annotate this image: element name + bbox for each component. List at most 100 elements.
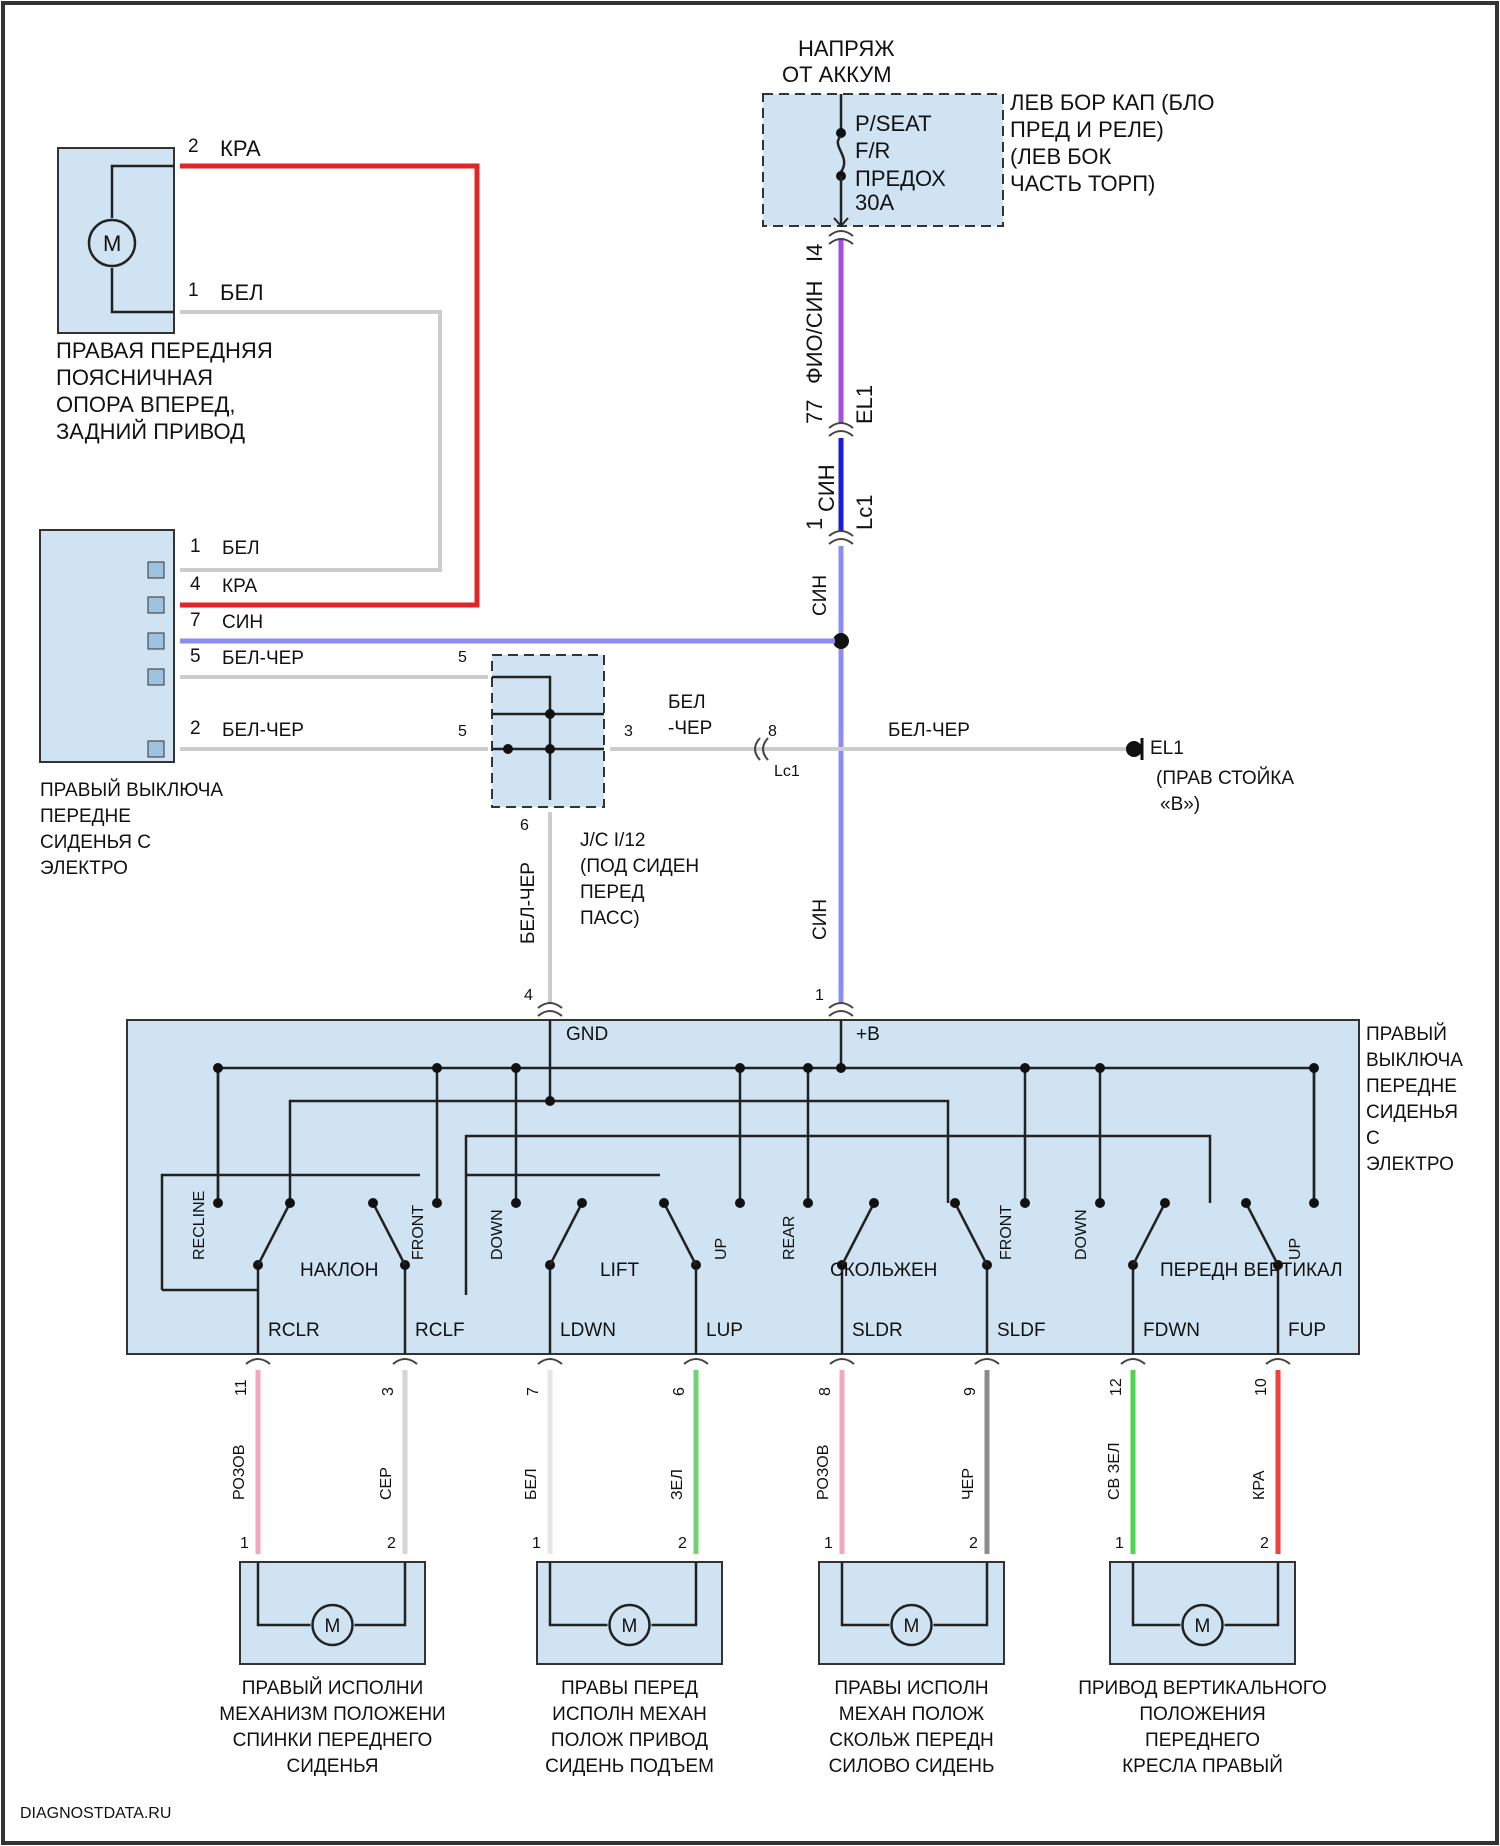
- terminal-icon: [148, 562, 164, 578]
- down-wire-label-1: СИН: [810, 575, 831, 616]
- ground-label: EL1: [1150, 738, 1184, 759]
- terminal-icon: [148, 597, 164, 613]
- output-terminal-label: RCLF: [415, 1320, 465, 1341]
- switch-group-label: ПЕРЕДН ВЕРТИКАЛ: [1160, 1260, 1343, 1281]
- output-wire-pin: 12: [1108, 1378, 1125, 1396]
- output-wire-label: СЕР: [378, 1467, 395, 1500]
- output-terminal-label: FDWN: [1143, 1320, 1200, 1341]
- motor-name: МЕХАНИЗМ ПОЛОЖЕНИ: [219, 1704, 445, 1725]
- power-source-title-2: ОТ АККУМ: [782, 62, 892, 87]
- ground-location-1: (ПРАВ СТОЙКА: [1156, 767, 1294, 789]
- output-wire-label: БЕЛ: [523, 1468, 540, 1500]
- power-source-title-1: НАПРЯЖ: [798, 36, 895, 61]
- junction-dot: [503, 744, 513, 754]
- conn1-pin-label: 77: [802, 400, 827, 424]
- junction-dot: [545, 709, 555, 719]
- ground-conn-pin: 8: [768, 723, 777, 740]
- motor-name: ПРИВОД ВЕРТИКАЛЬНОГО: [1078, 1678, 1327, 1699]
- lumbar-wire-top: КРА: [220, 136, 261, 161]
- output-terminal-label: RCLR: [268, 1320, 320, 1341]
- junction-pin-right: 3: [624, 723, 633, 740]
- junction-wire-right-2: -ЧЕР: [668, 718, 712, 739]
- contact-label: RECLINE: [191, 1191, 208, 1260]
- conn1-name-label: EL1: [852, 385, 877, 424]
- motor-name: ПЕРЕДНЕГО: [1145, 1730, 1260, 1751]
- contact-dot: [1020, 1063, 1030, 1073]
- lumbar-switch-wire-3: СИН: [222, 612, 263, 633]
- lumbar-wire-bottom: БЕЛ: [220, 280, 264, 305]
- watermark: DIAGNOSTDATA.RU: [20, 1805, 171, 1822]
- motor-symbol: M: [904, 1616, 920, 1637]
- junction-name-2: (ПОД СИДЕН: [580, 856, 699, 877]
- contact-dot: [1309, 1063, 1319, 1073]
- junction-wire-down: БЕЛ-ЧЕР: [518, 862, 539, 944]
- lumbar-switch-pin-1: 1: [190, 536, 201, 557]
- output-wire-label: РОЗОВ: [231, 1445, 248, 1500]
- lumbar-switch-wire-5: БЕЛ-ЧЕР: [222, 720, 304, 741]
- motor-pin: 1: [1115, 1535, 1124, 1552]
- output-wire-pin: 6: [671, 1387, 688, 1396]
- motor-symbol: M: [103, 231, 121, 256]
- motor-name: СИЛОВО СИДЕНЬ: [829, 1756, 995, 1777]
- motor-pin: 2: [387, 1535, 396, 1552]
- main-switch-name: ЭЛЕКТРО: [1366, 1154, 1454, 1175]
- motor-pin: 1: [532, 1535, 541, 1552]
- output-terminal-label: FUP: [1288, 1320, 1326, 1341]
- main-switch-term-b: +B: [856, 1024, 880, 1045]
- contact-dot: [213, 1063, 223, 1073]
- motor-pin: 2: [969, 1535, 978, 1552]
- lumbar-pin-top: 2: [188, 136, 199, 157]
- fuse-label-2: F/R: [855, 138, 890, 163]
- fuse-location-1: ЛЕВ БОР КАП (БЛО: [1010, 90, 1214, 115]
- terminal-icon: [148, 669, 164, 685]
- conn2-name-label: Lc1: [852, 495, 877, 530]
- switch-arm-dot: [1160, 1198, 1170, 1208]
- down-wire-label-2: СИН: [810, 899, 831, 940]
- motor-name: СИДЕНЬЯ: [287, 1756, 379, 1777]
- motor-name: ПОЛОЖ ПРИВОД: [551, 1730, 708, 1751]
- switch-arm-dot: [577, 1198, 587, 1208]
- motor-name: ПОЛОЖЕНИЯ: [1139, 1704, 1265, 1725]
- output-wire-pin: 9: [962, 1387, 979, 1396]
- output-wire-label: РОЗОВ: [815, 1445, 832, 1500]
- ground-location-2: «В»): [1160, 794, 1200, 815]
- ground-conn-name: Lc1: [774, 763, 800, 780]
- lumbar-switch-pin-4: 5: [190, 646, 201, 667]
- contact-label: FRONT: [998, 1205, 1015, 1260]
- contact-dot: [213, 1198, 223, 1208]
- motor-name: ПРАВЫ ИСПОЛН: [834, 1678, 988, 1699]
- contact-dot: [803, 1063, 813, 1073]
- contact-dot: [511, 1063, 521, 1073]
- output-wire-label: ЧЕР: [960, 1468, 977, 1500]
- junction-name-3: ПЕРЕД: [580, 882, 645, 903]
- output-wire-pin: 7: [525, 1387, 542, 1396]
- fuse-location-2: ПРЕД И РЕЛЕ): [1010, 117, 1164, 142]
- bus-dot: [836, 1063, 846, 1073]
- fuse-label-3: ПРЕДОХ: [855, 166, 946, 191]
- contact-label: UP: [1287, 1238, 1304, 1260]
- main-switch-name: С: [1366, 1128, 1380, 1149]
- switch-arm-dot: [950, 1198, 960, 1208]
- contact-dot: [803, 1198, 813, 1208]
- motor-pin: 1: [824, 1535, 833, 1552]
- output-wire-pin: 11: [233, 1379, 250, 1396]
- output-terminal-label: SLDR: [852, 1320, 903, 1341]
- output-terminal-label: LDWN: [560, 1320, 616, 1341]
- lumbar-name-1: ПРАВАЯ ПЕРЕДНЯЯ: [56, 338, 273, 363]
- main-switch-pin-b: 1: [815, 987, 824, 1004]
- junction-pin-mid: 5: [458, 723, 467, 740]
- fuse-location-4: ЧАСТЬ ТОРП): [1010, 171, 1155, 196]
- contact-label: REAR: [781, 1216, 798, 1260]
- lumbar-name-3: ОПОРА ВПЕРЕД,: [56, 392, 236, 417]
- contact-dot: [735, 1063, 745, 1073]
- fuse-location-3: (ЛЕВ БОК: [1010, 144, 1112, 169]
- output-terminal-label: SLDF: [997, 1320, 1046, 1341]
- contact-dot: [432, 1063, 442, 1073]
- motor-name: МЕХАН ПОЛОЖ: [839, 1704, 985, 1725]
- output-wire-pin: 3: [380, 1387, 397, 1396]
- lumbar-switch-wire-2: КРА: [222, 576, 257, 597]
- lumbar-switch-pin-3: 7: [190, 610, 201, 631]
- motor-name: СПИНКИ ПЕРЕДНЕГО: [233, 1730, 433, 1751]
- junction-dot: [545, 744, 555, 754]
